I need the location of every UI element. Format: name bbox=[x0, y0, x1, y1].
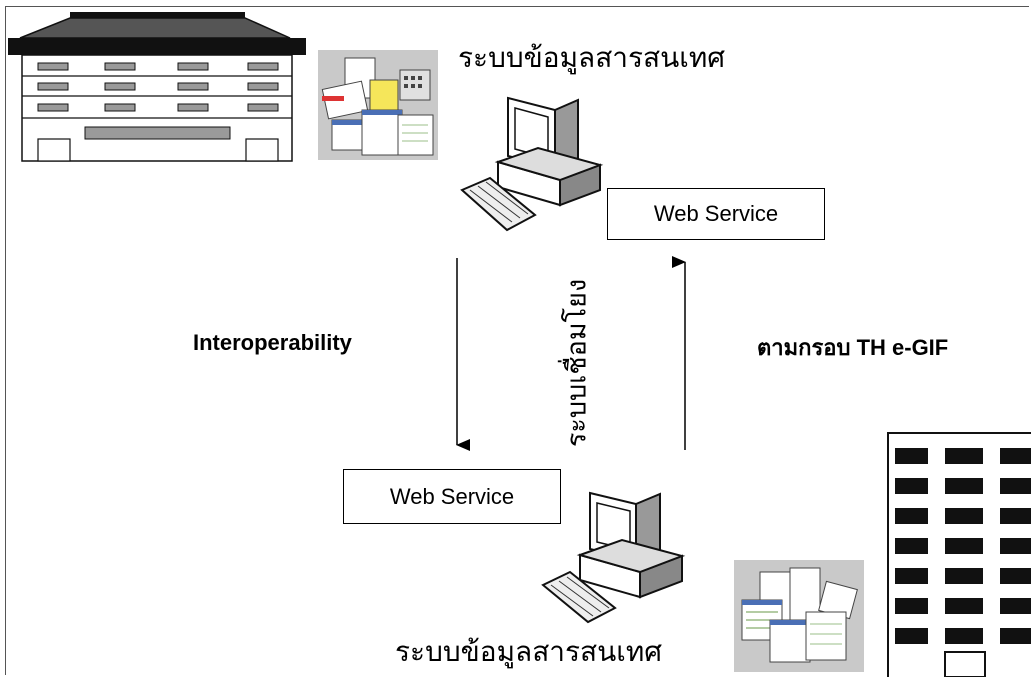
high-rise-building-icon bbox=[887, 432, 1031, 677]
web-service-top-box: Web Service bbox=[607, 188, 825, 240]
web-service-top-label: Web Service bbox=[653, 201, 779, 226]
web-service-bottom-box: Web Service bbox=[343, 469, 561, 524]
documents-icon bbox=[318, 50, 438, 160]
desktop-computer-icon bbox=[460, 96, 604, 232]
office-building-icon bbox=[8, 12, 306, 162]
diagram-frame bbox=[5, 6, 1029, 675]
framework-label: ตามกรอบ TH e-GIF bbox=[757, 335, 949, 360]
connection-label: ระบบเชื่อมโยง bbox=[561, 278, 592, 448]
bottom-system-label: ระบบข้อมูลสารสนเทศ bbox=[395, 635, 663, 668]
connection-label-container: ระบบเชื่อมโยง bbox=[548, 258, 603, 468]
documents-icon bbox=[734, 560, 864, 672]
web-service-bottom-label: Web Service bbox=[389, 483, 515, 509]
top-system-label: ระบบข้อมูลสารสนเทศ bbox=[458, 41, 726, 74]
interoperability-label: Interoperability bbox=[193, 330, 352, 355]
desktop-computer-icon bbox=[541, 491, 686, 624]
